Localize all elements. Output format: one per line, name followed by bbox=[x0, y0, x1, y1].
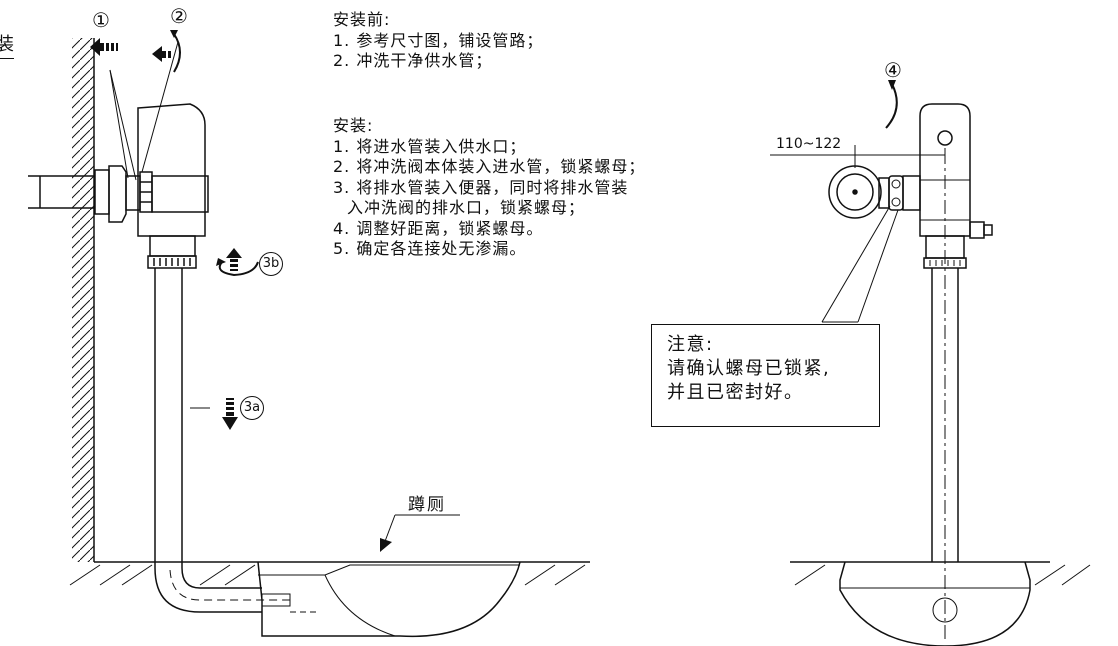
wall-hatching bbox=[72, 38, 94, 562]
valve-front bbox=[919, 103, 971, 237]
edge-underline bbox=[0, 58, 14, 59]
squat-toilet bbox=[257, 561, 521, 638]
drain-pipe-dash bbox=[169, 569, 290, 601]
install-step: 4. 调整好距离，锁紧螺母。 bbox=[333, 218, 544, 238]
step-2-label: ② bbox=[170, 4, 188, 28]
squat-toilet-right bbox=[839, 561, 1031, 646]
step-1-label: ① bbox=[92, 8, 110, 32]
rotate-arrow-icon-4 bbox=[888, 80, 896, 90]
toilet-label: 蹲厕 bbox=[408, 495, 446, 515]
step-3b-label: 3b bbox=[259, 252, 283, 276]
install-section: 安装: 1. 将进水管装入供水口； 2. 将冲洗阀本体装入进水管，锁紧螺母； 3… bbox=[333, 116, 645, 260]
arrow-icon-3a bbox=[222, 398, 238, 430]
dimension-label: 110~122 bbox=[776, 136, 842, 152]
valve-body bbox=[137, 103, 206, 237]
inlet-nut-right bbox=[888, 175, 904, 211]
step-3a-circle: 3a bbox=[240, 396, 264, 420]
note-line: 请确认螺母已锁紧, bbox=[667, 358, 831, 379]
note-line: 并且已密封好。 bbox=[667, 382, 804, 403]
outlet-nut bbox=[147, 255, 197, 269]
before-install-title: 安装前: bbox=[333, 10, 391, 29]
note-title: 注意: bbox=[667, 334, 714, 355]
step-3a-label: 3a bbox=[240, 396, 264, 420]
before-install-step: 2. 冲洗干净供水管； bbox=[333, 51, 493, 70]
before-install-step: 1. 参考尺寸图，铺设管路； bbox=[333, 30, 544, 50]
install-step: 3. 将排水管装入便器，同时将排水管装 bbox=[333, 177, 629, 197]
install-step: 入冲洗阀的排水口，锁紧螺母； bbox=[347, 198, 586, 217]
left-view bbox=[28, 38, 590, 638]
right-view bbox=[770, 83, 1091, 646]
valve-connector bbox=[151, 175, 209, 213]
drain-pipe bbox=[154, 268, 262, 613]
edge-character: 装 bbox=[0, 34, 14, 55]
side-button bbox=[969, 221, 985, 239]
before-install-section: 安装前: 1. 参考尺寸图，铺设管路； 2. 冲洗干净供水管； bbox=[333, 10, 543, 72]
install-step: 5. 确定各连接处无渗漏。 bbox=[333, 239, 527, 258]
note-box: 注意: 请确认螺母已锁紧, 并且已密封好。 bbox=[651, 324, 880, 427]
step-4-label: ④ bbox=[884, 58, 902, 82]
install-title: 安装: bbox=[333, 116, 374, 135]
supply-flange bbox=[108, 165, 127, 223]
install-step: 2. 将冲洗阀本体装入进水管，锁紧螺母； bbox=[333, 157, 646, 176]
arrow-icon-1 bbox=[90, 38, 118, 56]
valve-base bbox=[149, 235, 196, 257]
supply-pipe bbox=[28, 175, 95, 209]
install-step: 1. 将进水管装入供水口； bbox=[333, 136, 527, 156]
supply-nut bbox=[94, 169, 110, 215]
step-3b-circle: 3b bbox=[259, 252, 283, 276]
rotate-arrow-icon-2 bbox=[152, 30, 181, 73]
sensor-window bbox=[937, 130, 953, 146]
rotate-arrow-icon-3b bbox=[216, 248, 259, 277]
floor-hatching bbox=[69, 564, 586, 586]
